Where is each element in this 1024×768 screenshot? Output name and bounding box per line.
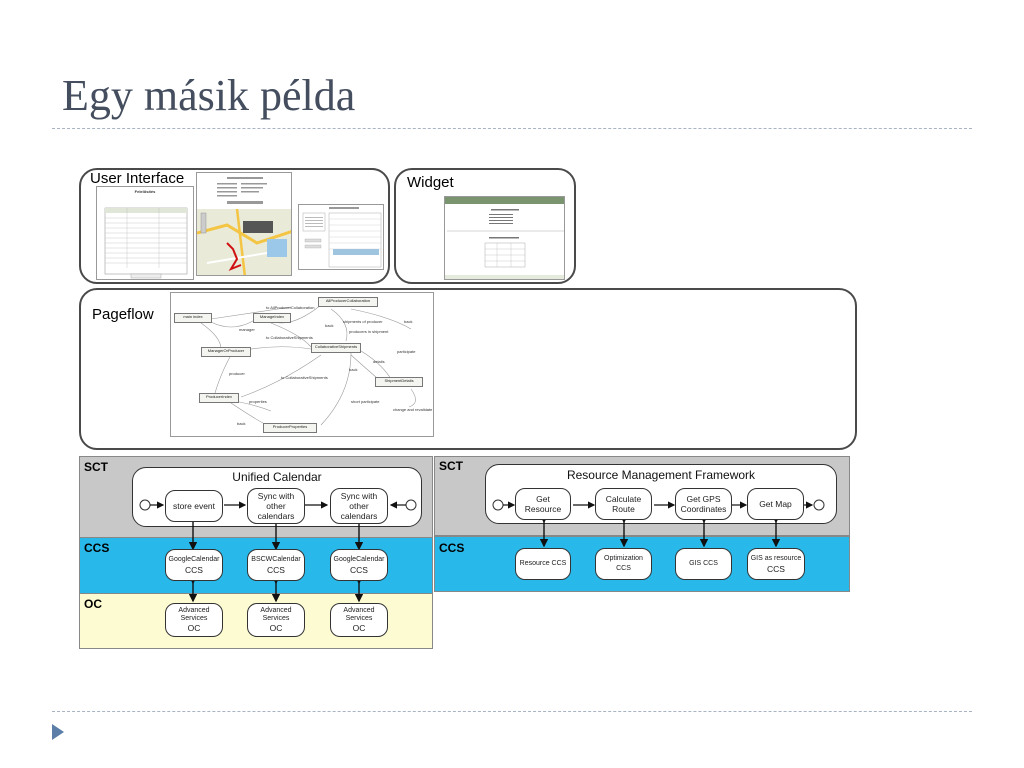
pageflow-edge-label: shipments of producer: [343, 319, 383, 324]
pageflow-node-producer-properties: ProducerProperties: [263, 423, 317, 433]
pageflow-edge-label: participate: [397, 349, 416, 354]
pageflow-label: Pageflow: [92, 306, 154, 323]
user-interface-label: User Interface: [90, 170, 185, 187]
widget-label: Widget: [407, 174, 454, 191]
unified-calendar-title: Unified Calendar: [232, 470, 322, 484]
pageflow-node-collaborative-shipments: CollaborativeShipments: [311, 343, 361, 353]
pageflow-screenshot: main index ManageIndex AllProducerCollab…: [170, 292, 434, 437]
footer-divider: [52, 711, 972, 712]
resource-management-connectors: [492, 499, 825, 548]
get-gps-coordinates-node: Get GPS Coordinates: [675, 488, 732, 520]
resource-ccs-node: Resource CCS: [515, 548, 571, 580]
pageflow-edge-label: properties: [249, 399, 267, 404]
pageflow-edge-label: producers in shipment: [349, 329, 389, 334]
sct-lane-label: SCT: [84, 460, 108, 474]
pageflow-edge-label: details: [373, 359, 385, 364]
sct-lane-label: SCT: [439, 459, 463, 473]
optimization-ccs-node: Optimization CCS: [595, 548, 652, 580]
pageflow-edge-label: producer: [229, 371, 245, 376]
pageflow-node-manager-or-producer: ManagerOrProducer: [201, 347, 251, 357]
resource-management-title: Resource Management Framework: [566, 468, 756, 482]
pageflow-edge-label: to CollaborativeShipments: [281, 375, 328, 380]
pageflow-edge-label: to AllProducerCollaboration: [266, 305, 315, 310]
pageflow-edge-label: short participate: [351, 399, 380, 404]
ui-table-title: Felelősítés: [134, 189, 156, 194]
pageflow-edge-label: manager: [239, 327, 255, 332]
store-event-node: store event: [165, 490, 223, 522]
pageflow-node-shipment-details: ShipmentDetails: [375, 377, 423, 387]
pageflow-edge-label: back: [237, 421, 246, 426]
get-resource-node: Get Resource: [515, 488, 571, 520]
ui-map-screenshot: [196, 172, 292, 276]
sync-calendars-node-2: Sync with other calendars: [330, 488, 388, 524]
sync-calendars-node-1: Sync with other calendars: [247, 488, 305, 524]
pageflow-edge-label: to CollaborativeShipments: [266, 335, 313, 340]
ui-calendar-screenshot: [298, 204, 384, 270]
pageflow-node-manage-index: ManageIndex: [253, 313, 291, 323]
get-map-node: Get Map: [747, 488, 804, 520]
unified-calendar-connectors: [139, 499, 417, 603]
slide-bullet-triangle-icon: [52, 724, 64, 740]
title-divider: [52, 128, 972, 129]
pageflow-node-all-producer-collaboration: AllProducerCollaboration: [318, 297, 378, 307]
gis-ccs-node: GIS CCS: [675, 548, 732, 580]
pageflow-node-main-index: main index: [174, 313, 212, 323]
oc-lane-label: OC: [84, 597, 102, 611]
pageflow-edge-label: change and revalidate: [393, 407, 433, 412]
pageflow-edge-label: back: [325, 323, 334, 328]
ui-table-graphic: [104, 207, 188, 279]
widget-graphic: [445, 197, 564, 279]
ui-map-graphic: [197, 173, 291, 275]
pageflow-edge-label: back: [404, 319, 413, 324]
pageflow-node-producer-index: ProducerIndex: [199, 393, 239, 403]
ui-calendar-graphic: [302, 207, 382, 268]
ui-table-screenshot: Felelősítés: [96, 186, 194, 280]
ccs-lane-label: CCS: [84, 541, 110, 555]
slide-title: Egy másik példa: [62, 71, 356, 120]
pageflow-edge-label: back: [349, 367, 358, 372]
ccs-lane-label: CCS: [439, 541, 465, 555]
widget-screenshot: [444, 196, 565, 280]
calculate-route-node: Calculate Route: [595, 488, 652, 520]
pageflow-edges-graphic: [200, 304, 416, 428]
